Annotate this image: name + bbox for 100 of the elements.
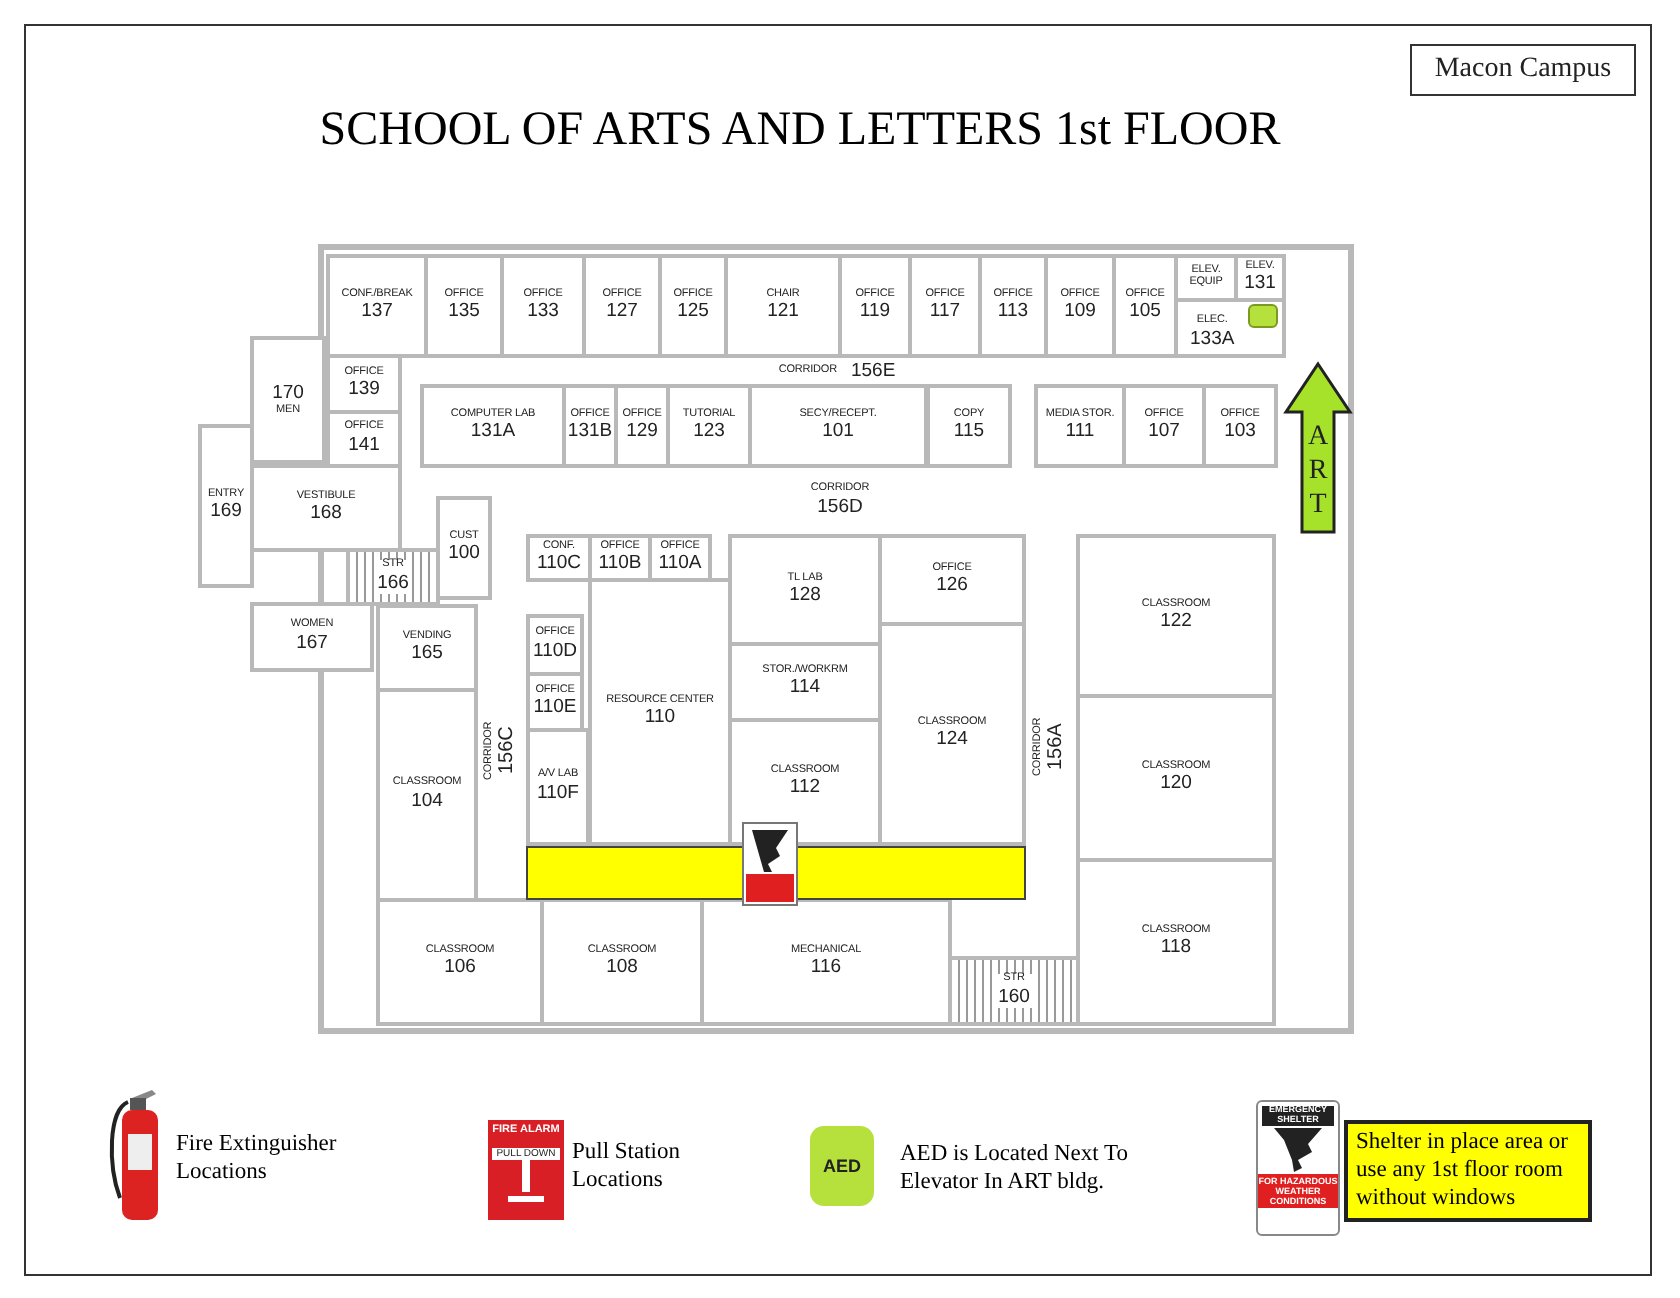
room-number: 115: [953, 422, 985, 443]
room: [250, 336, 326, 464]
room-number: 166: [377, 573, 409, 594]
room-number: 124: [936, 730, 968, 751]
room: [582, 254, 662, 358]
room-number: 117: [929, 302, 961, 323]
room: [250, 464, 402, 552]
room-number: 103: [1224, 422, 1256, 443]
room-number: 108: [606, 958, 638, 979]
room-number: 141: [348, 435, 380, 456]
room: [250, 602, 374, 672]
room: [1202, 384, 1278, 468]
campus-name-box: Macon Campus: [1410, 44, 1636, 96]
room: [376, 604, 478, 692]
room-number: 121: [767, 302, 799, 323]
room-number: 135: [448, 302, 480, 323]
room: [926, 384, 1012, 468]
room-number: 116: [810, 958, 842, 979]
room-number: 111: [1065, 422, 1095, 443]
room: [700, 898, 952, 1026]
legend-note: Shelter in place area or use any 1st floor room without windows: [1344, 1120, 1592, 1223]
room-number: 156D: [817, 497, 863, 518]
room: [540, 898, 704, 1026]
room: [424, 254, 504, 358]
room-number: 169: [210, 502, 242, 523]
room: [978, 254, 1048, 358]
room: [838, 254, 912, 358]
room-number: 170: [272, 383, 304, 404]
room-number: 133: [527, 302, 559, 323]
room-number: 110D: [532, 641, 577, 662]
room: [1076, 694, 1276, 862]
room-number: 112: [789, 778, 821, 799]
legend-text: Pull Station Locations: [572, 1140, 682, 1196]
room: [1076, 534, 1276, 698]
room-number: 104: [411, 791, 443, 812]
room-number: 168: [310, 504, 342, 525]
room-number: 109: [1064, 302, 1096, 323]
room-number: 118: [1160, 938, 1192, 959]
room: [614, 384, 670, 468]
room: [878, 622, 1026, 846]
room: [724, 254, 842, 358]
room: [666, 384, 752, 468]
room: [500, 254, 586, 358]
room-number: 100: [448, 544, 480, 565]
stairwell: [346, 548, 440, 606]
sign-text: A R T: [1308, 419, 1328, 521]
room-number: 106: [444, 958, 476, 979]
room-number: 122: [1160, 612, 1192, 633]
room-number: 113: [997, 302, 1029, 323]
room-number: 110B: [598, 554, 642, 575]
room: [658, 254, 728, 358]
room-number: 110C: [536, 554, 581, 575]
room: [562, 384, 618, 468]
room: [376, 898, 544, 1026]
room: [1174, 298, 1286, 358]
sign-text: AED: [822, 1156, 861, 1176]
room: [1234, 254, 1286, 302]
room-number: 125: [677, 302, 709, 323]
room: [326, 354, 402, 414]
room: [1076, 858, 1276, 1026]
legend-text: Fire Extinguisher Locations: [176, 1132, 339, 1188]
room: [878, 534, 1026, 626]
room: [1112, 254, 1178, 358]
room: [526, 534, 592, 582]
room: [526, 672, 584, 732]
room: [1122, 384, 1206, 468]
room-number: 131A: [470, 422, 516, 443]
room-number: 156C: [498, 726, 520, 774]
room-number: 139: [348, 380, 380, 401]
room-number: 156E: [850, 361, 896, 381]
room-number: 131B: [567, 422, 613, 443]
room-number: 160: [998, 987, 1030, 1008]
room-number: 107: [1148, 422, 1180, 443]
room-number: 123: [693, 422, 725, 443]
room-number: 110F: [537, 783, 579, 804]
room-number: 165: [411, 644, 443, 665]
room: [1044, 254, 1116, 358]
room-number: 110A: [658, 554, 702, 575]
room: [326, 254, 428, 358]
legend-text: AED is Located Next To Elevator In ART bldg.: [900, 1142, 1130, 1198]
room: [326, 410, 402, 468]
room-number: 167: [296, 633, 328, 654]
room-number: 137: [361, 302, 393, 323]
stairwell: [948, 956, 1080, 1026]
room-number: 129: [626, 422, 658, 443]
room: [376, 688, 478, 902]
room: [748, 384, 928, 468]
room: [648, 534, 712, 582]
room-number: 110: [644, 708, 676, 729]
room: [436, 496, 492, 600]
room-number: 120: [1160, 774, 1192, 795]
room: [1034, 384, 1126, 468]
room-number: 156A: [1047, 722, 1069, 770]
room: [588, 578, 732, 846]
room-number: 101: [822, 422, 854, 443]
direction-sign-arrow: [1282, 360, 1354, 536]
room-number: 128: [789, 586, 821, 607]
room-number: 105: [1129, 302, 1161, 323]
floor-plan-title: SCHOOL OF ARTS AND LETTERS 1st FLOOR: [317, 104, 1283, 160]
room: [198, 424, 254, 588]
